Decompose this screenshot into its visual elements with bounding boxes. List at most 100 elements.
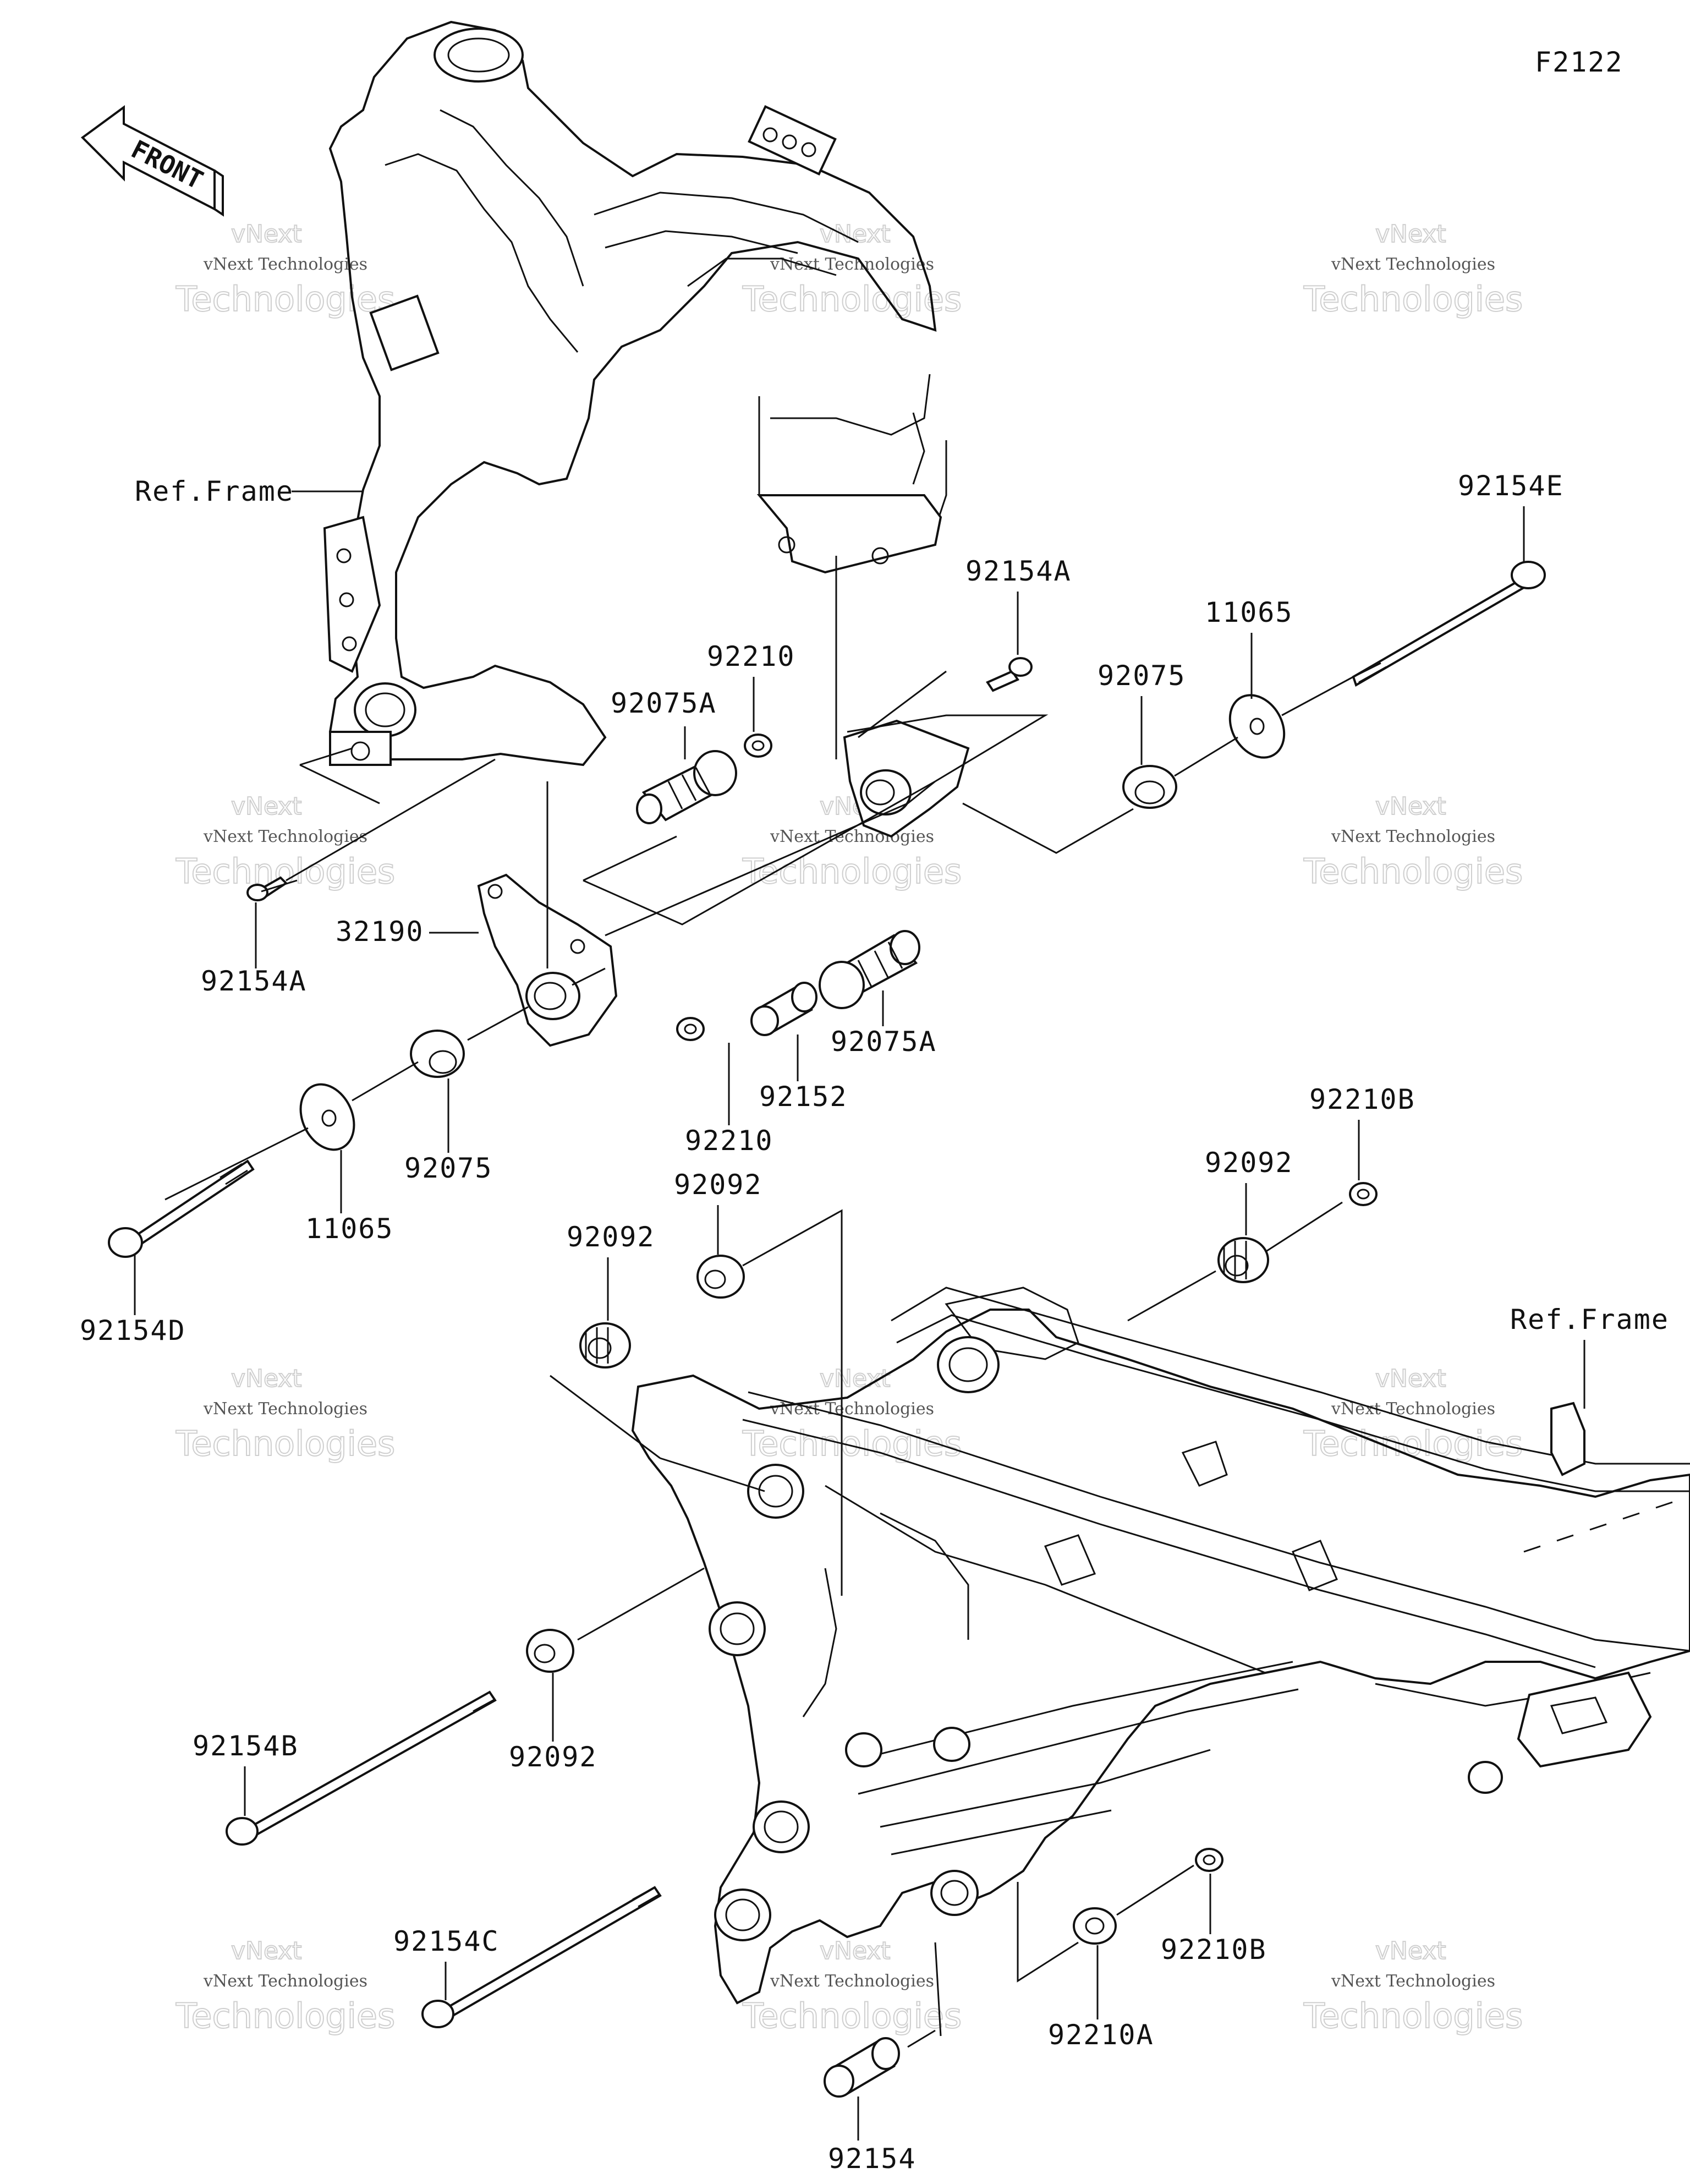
part-label-11065-top: 11065 bbox=[1205, 596, 1293, 628]
washer-11065-left bbox=[299, 1083, 355, 1151]
part-label-92092-mid: 92092 bbox=[674, 1169, 762, 1201]
svg-text:Technologies: Technologies bbox=[1303, 279, 1523, 319]
svg-text:vNext: vNext bbox=[1375, 1937, 1446, 1965]
svg-text:vNext Technologies: vNext Technologies bbox=[1331, 1399, 1495, 1419]
svg-text:Technologies: Technologies bbox=[1303, 851, 1523, 891]
bolt-92154A-left bbox=[246, 876, 288, 901]
svg-text:vNext Technologies: vNext Technologies bbox=[770, 1399, 934, 1419]
part-label-92075-left: 92075 bbox=[404, 1152, 493, 1184]
diagram-code: F2122 bbox=[1535, 46, 1623, 78]
svg-text:vNext Technologies: vNext Technologies bbox=[203, 827, 367, 846]
svg-text:Technologies: Technologies bbox=[742, 1424, 962, 1464]
part-label-92210-top: 92210 bbox=[707, 641, 795, 672]
bolt-92154C bbox=[421, 1886, 662, 2028]
svg-text:Technologies: Technologies bbox=[742, 1996, 962, 2036]
part-label-92154: 92154 bbox=[828, 2143, 917, 2175]
svg-text:vNext: vNext bbox=[231, 1365, 302, 1393]
part-label-92154E: 92154E bbox=[1458, 470, 1564, 502]
part-label-92210-mid: 92210 bbox=[685, 1125, 773, 1157]
part-label-92154C: 92154C bbox=[393, 1925, 500, 1957]
nut-92210B-top bbox=[1349, 1182, 1378, 1206]
nut-92210B-low bbox=[1195, 1848, 1223, 1872]
collar-92075-top bbox=[1122, 765, 1177, 809]
nut-92210-top bbox=[744, 734, 772, 758]
svg-text:Technologies: Technologies bbox=[175, 851, 395, 891]
part-label-92075A-right: 92075A bbox=[831, 1026, 937, 1058]
part-label-11065-left: 11065 bbox=[305, 1213, 394, 1245]
front-label: FRONT bbox=[127, 134, 208, 195]
ref-frame-upper-label: Ref.Frame bbox=[135, 475, 294, 507]
part-label-92154A-top: 92154A bbox=[965, 555, 1072, 587]
assembly-lines-lower bbox=[550, 1201, 1343, 2048]
svg-text:vNext: vNext bbox=[820, 220, 891, 248]
svg-text:vNext: vNext bbox=[231, 220, 302, 248]
collar-92075-left bbox=[410, 1030, 465, 1078]
svg-text:Technologies: Technologies bbox=[1303, 1996, 1523, 2036]
part-label-92092-left: 92092 bbox=[567, 1221, 655, 1253]
svg-text:Technologies: Technologies bbox=[175, 279, 395, 319]
upper-frame bbox=[323, 20, 947, 767]
nut-92210-mid bbox=[676, 1017, 705, 1041]
bushing-92075A-top bbox=[636, 750, 737, 824]
part-label-92075-top: 92075 bbox=[1098, 660, 1186, 692]
part-label-92210B-low: 92210B bbox=[1161, 1934, 1267, 1966]
bolt-92154E bbox=[1352, 561, 1546, 687]
part-label-92092-right: 92092 bbox=[1205, 1147, 1293, 1179]
part-label-92092-low: 92092 bbox=[509, 1741, 597, 1773]
washer-11065-top bbox=[1228, 694, 1286, 759]
bushing-92092-low bbox=[526, 1629, 574, 1673]
part-label-92075A-top: 92075A bbox=[611, 687, 717, 719]
part-label-92210B-top: 92210B bbox=[1309, 1083, 1415, 1115]
part-label-92154B: 92154B bbox=[193, 1730, 299, 1762]
svg-text:Technologies: Technologies bbox=[742, 279, 962, 319]
bushing-92092-left bbox=[579, 1322, 631, 1369]
svg-text:vNext: vNext bbox=[231, 792, 302, 820]
svg-text:vNext Technologies: vNext Technologies bbox=[1331, 827, 1495, 846]
svg-text:vNext Technologies: vNext Technologies bbox=[203, 1399, 367, 1419]
lower-frame bbox=[631, 1287, 1690, 2005]
bolt-92154A-top bbox=[986, 657, 1033, 692]
part-label-92154A-left: 92154A bbox=[201, 965, 307, 997]
bushing-92092-mid bbox=[696, 1255, 745, 1299]
svg-text:vNext: vNext bbox=[1375, 220, 1446, 248]
svg-text:vNext Technologies: vNext Technologies bbox=[770, 1972, 934, 1991]
ref-frame-lower-label: Ref.Frame bbox=[1510, 1304, 1669, 1335]
svg-text:vNext Technologies: vNext Technologies bbox=[770, 827, 934, 846]
svg-text:vNext: vNext bbox=[820, 1937, 891, 1965]
spacer-92152 bbox=[750, 982, 817, 1036]
nut-92210A bbox=[1073, 1907, 1117, 1945]
svg-text:Technologies: Technologies bbox=[742, 851, 962, 891]
svg-text:vNext: vNext bbox=[231, 1937, 302, 1965]
bolt-92154B bbox=[226, 1690, 497, 1846]
part-label-92210A: 92210A bbox=[1048, 2019, 1154, 2051]
svg-text:vNext Technologies: vNext Technologies bbox=[203, 255, 367, 274]
part-label-92154D: 92154D bbox=[80, 1315, 186, 1346]
part-label-32190: 32190 bbox=[336, 916, 424, 948]
front-arrow-icon: FRONT bbox=[80, 105, 224, 217]
bolt-92154D bbox=[108, 1159, 255, 1258]
svg-text:vNext Technologies: vNext Technologies bbox=[203, 1972, 367, 1991]
bushing-92092-right bbox=[1217, 1237, 1269, 1283]
assembly-lines-upper bbox=[164, 556, 1354, 1201]
svg-text:vNext: vNext bbox=[1375, 1365, 1446, 1393]
part-label-92152: 92152 bbox=[759, 1081, 848, 1113]
svg-text:vNext Technologies: vNext Technologies bbox=[1331, 1972, 1495, 1991]
mount-bracket-upper-right bbox=[843, 719, 970, 838]
svg-text:Technologies: Technologies bbox=[175, 1996, 395, 2036]
sleeve-92154 bbox=[824, 2037, 900, 2098]
svg-text:vNext: vNext bbox=[1375, 792, 1446, 820]
svg-text:vNext Technologies: vNext Technologies bbox=[1331, 255, 1495, 274]
